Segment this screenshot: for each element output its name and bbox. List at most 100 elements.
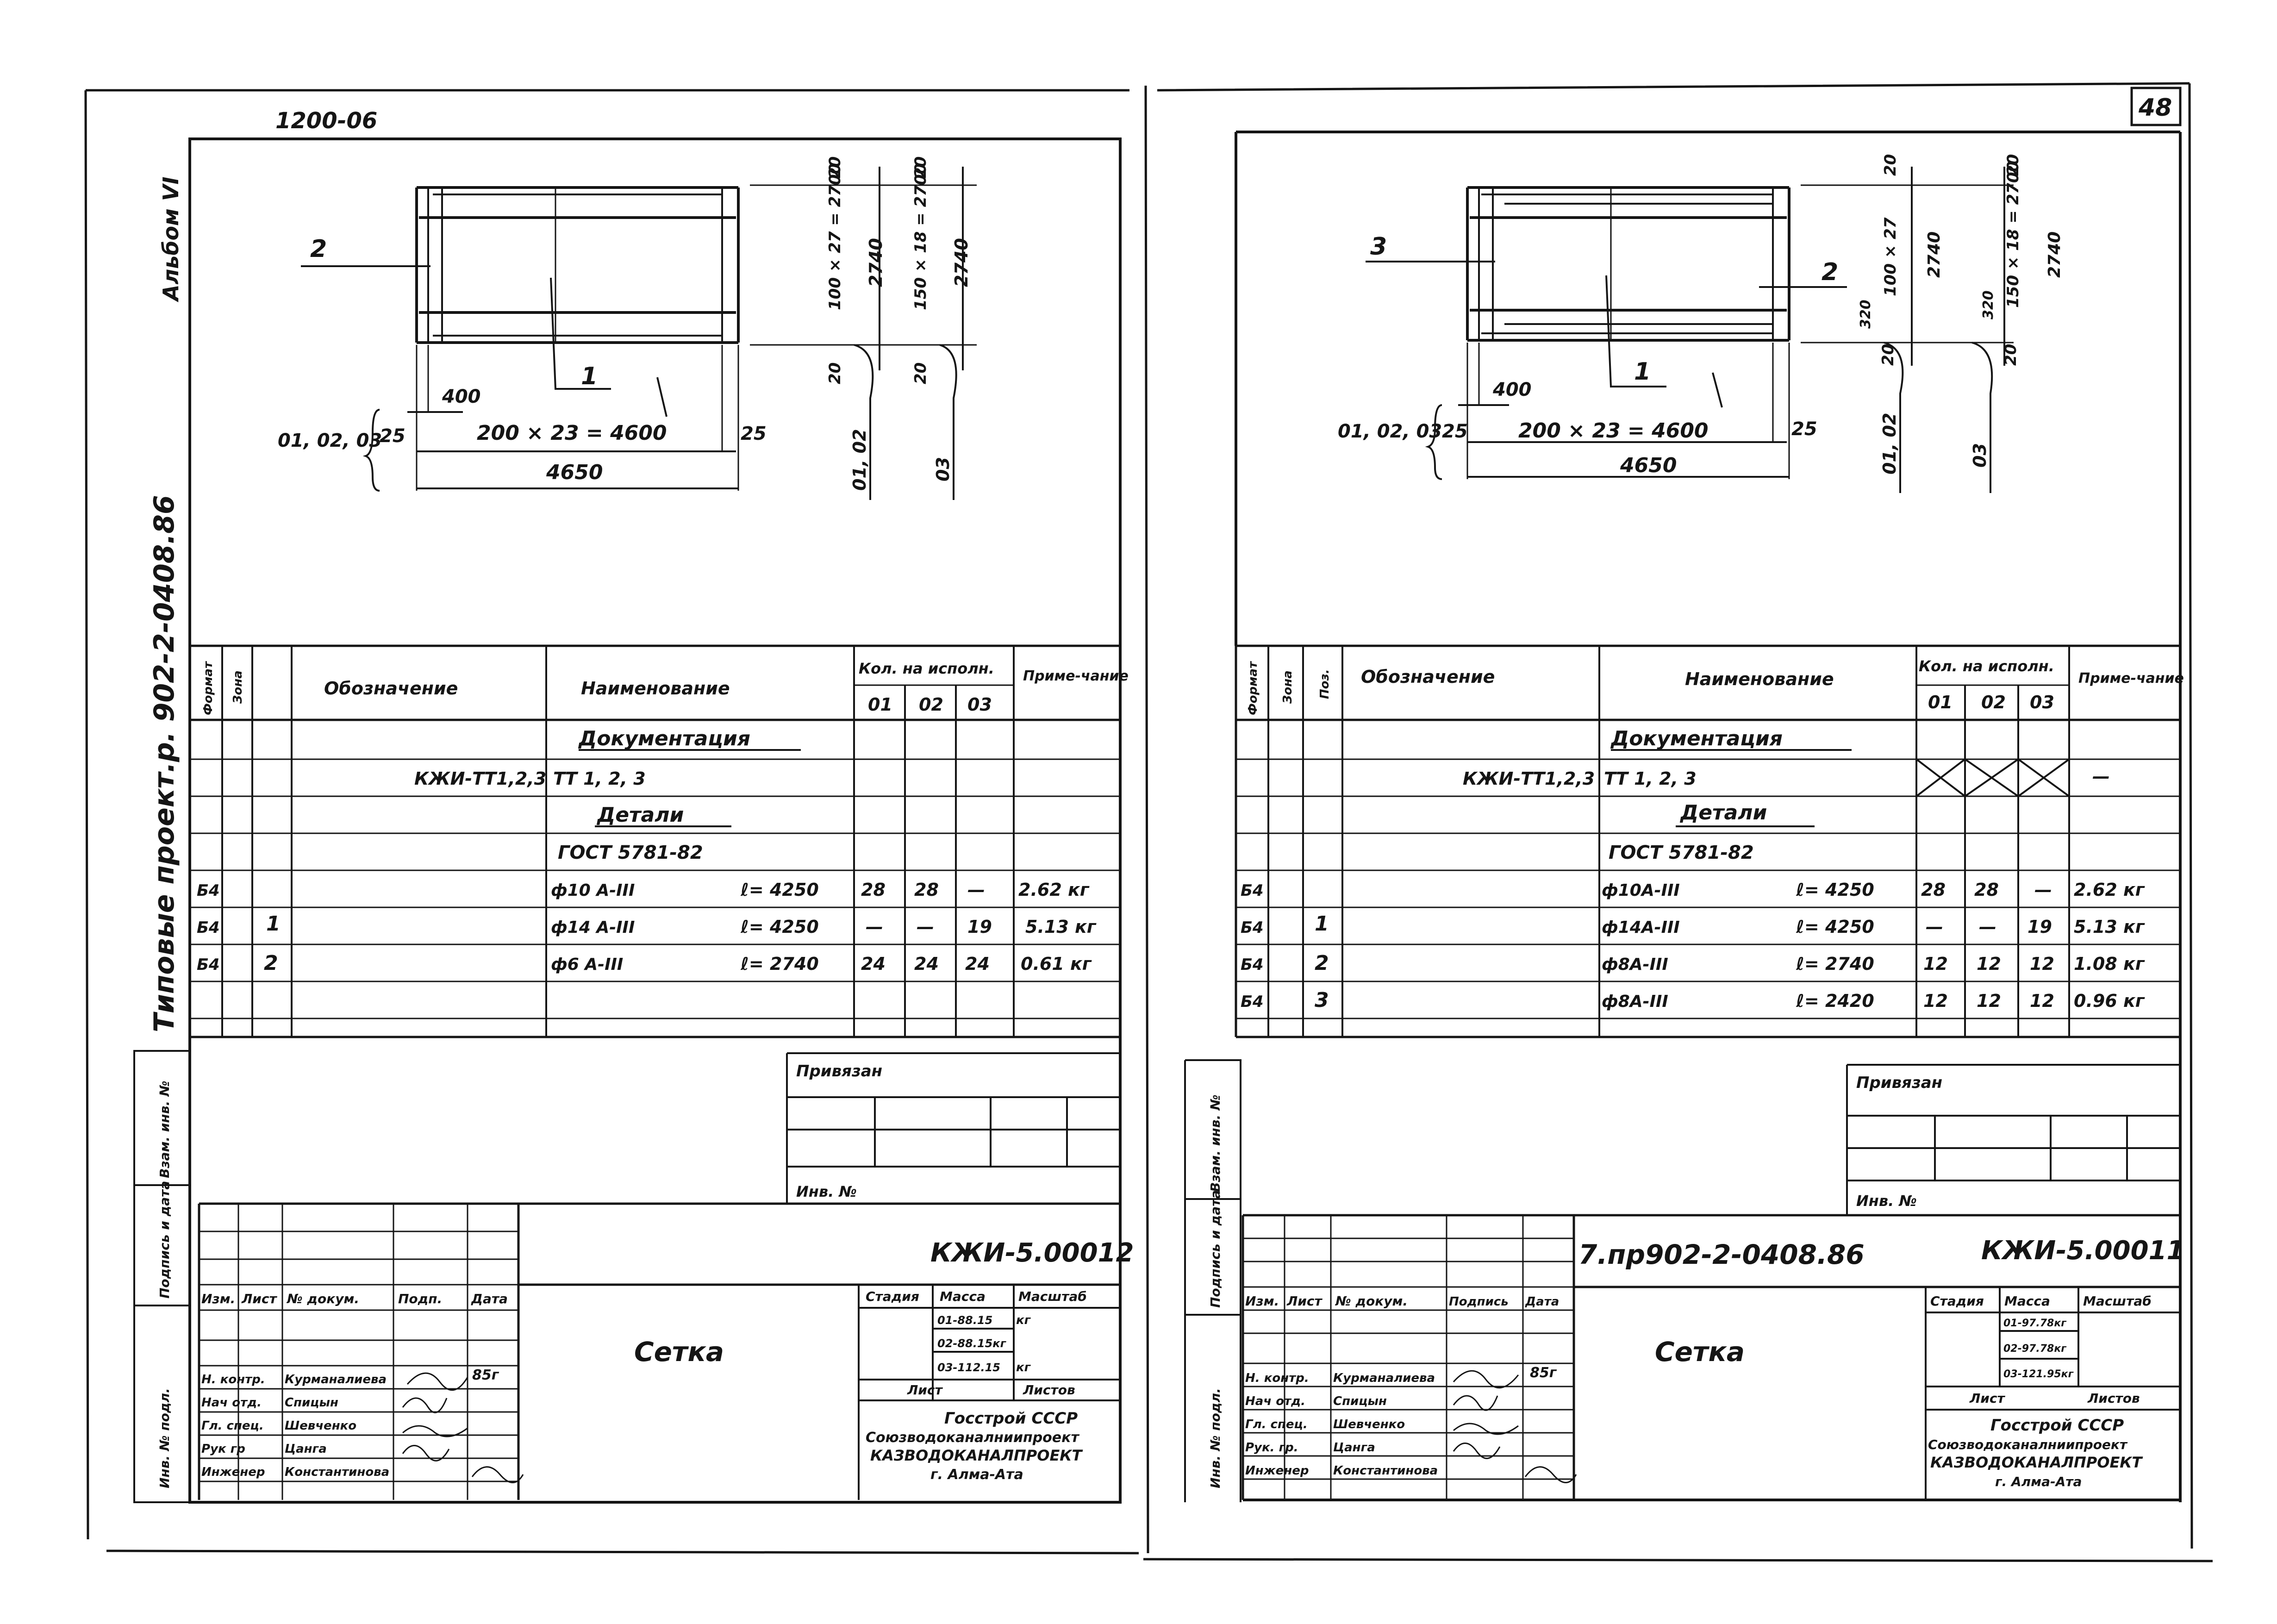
- mass-label: Масса: [2004, 1293, 2050, 1309]
- dim-2740-b: 2740: [2045, 231, 2064, 278]
- stage-label: Стадия: [1930, 1293, 1984, 1309]
- inv-label: Инв. №: [796, 1183, 857, 1200]
- leader-pos-1: 1: [1634, 358, 1651, 386]
- variant-label: 01, 02, 03: [1338, 421, 1442, 442]
- sign-date: 85г: [472, 1367, 499, 1383]
- sheet-frame: [188, 137, 1122, 1504]
- row-designation: КЖИ-ТТ1,2,3: [414, 768, 546, 789]
- role: Нач отд.: [1245, 1394, 1305, 1408]
- person: Шевченко: [1333, 1418, 1405, 1431]
- row-gost: ГОСТ 5781-82: [558, 842, 703, 863]
- dim-4600: 200 × 23 = 4600: [477, 421, 667, 445]
- sheets-label: Листов: [1023, 1382, 1075, 1398]
- col-designation: Обозначение: [1361, 667, 1495, 687]
- cell-len: ℓ= 4250: [1796, 917, 1874, 937]
- cell-name: ф8А-III: [1602, 955, 1668, 974]
- side-label-sign: Подпись и дата: [1208, 1190, 1223, 1308]
- cell-len: ℓ= 2420: [1796, 991, 1874, 1011]
- scale-label: Масштаб: [2083, 1293, 2152, 1309]
- cell-q1: 28: [861, 880, 886, 900]
- cell-q1: 24: [861, 954, 886, 974]
- sheet-number-box: [2130, 87, 2182, 126]
- row-documentation: Документация: [578, 727, 750, 750]
- cell-fmt: Б4: [197, 918, 220, 937]
- crossed-cells: [1915, 758, 2070, 797]
- col-list: Лист: [1286, 1293, 1323, 1309]
- dim-25-left: 25: [1442, 421, 1468, 442]
- role: Инженер: [1245, 1464, 1309, 1478]
- spec-table-right: Формат Зона Поз. Обозначение Наименовани…: [1235, 644, 2184, 1038]
- cell-name: ф8А-III: [1602, 992, 1668, 1011]
- cell-q2: 28: [914, 880, 939, 900]
- dim-2700-a: 100 × 27 = 2700: [826, 163, 844, 310]
- dim-2740-b: 2740: [951, 238, 972, 287]
- dim-25-left: 25: [380, 425, 405, 447]
- cell-fmt: Б4: [1241, 956, 1264, 974]
- cell-pos: 1: [1315, 912, 1329, 936]
- cell-note: 2.62 кг: [1018, 880, 1090, 900]
- cell-name: ф10А-III: [1602, 881, 1680, 900]
- role: Н. контр.: [201, 1373, 265, 1387]
- row-note: —: [2092, 766, 2110, 787]
- mass-value: 03-121.95кг: [2003, 1368, 2074, 1380]
- org-line: Союзводоканалниипроект: [866, 1430, 1079, 1446]
- person: Спицын: [1333, 1394, 1387, 1408]
- role: Н. контр.: [1245, 1371, 1309, 1385]
- col-designation: Обозначение: [324, 678, 458, 699]
- cell-note: 1.08 кг: [2074, 954, 2145, 974]
- sheets-label: Листов: [2087, 1391, 2140, 1406]
- org-line: Госстрой СССР: [944, 1409, 1078, 1428]
- cell-fmt: Б4: [1241, 918, 1264, 937]
- col-pos: Поз.: [1318, 669, 1332, 699]
- project-code: 7.пр902-2-0408.86: [1578, 1239, 1865, 1270]
- sheet-number: 48: [2138, 94, 2172, 122]
- mass-value: 01-97.78кг: [2003, 1318, 2067, 1329]
- col-doc: № докум.: [1335, 1293, 1408, 1309]
- dim-2700-b: 150 × 18 = 2700: [2004, 161, 2022, 308]
- role: Гл. спец.: [201, 1419, 264, 1433]
- mesh-drawing-right: 3 2 1 400 01, 02, 03 25 200 × 23 = 4600 …: [1338, 154, 2064, 493]
- signature-marks: [402, 1372, 524, 1483]
- col-qty: Кол. на исполн.: [859, 660, 994, 677]
- org-line: Союзводоканалниипроект: [1928, 1437, 2128, 1452]
- leader-pos-2: 2: [310, 235, 327, 263]
- org-line: КАЗВОДОКАНАЛПРОЕКТ: [1930, 1454, 2143, 1471]
- binding-box-left: Привязан Инв. №: [786, 1052, 1120, 1205]
- role: Рук. гр.: [1245, 1441, 1298, 1455]
- row-gost: ГОСТ 5781-82: [1609, 842, 1754, 863]
- binding-label: Привязан: [1856, 1074, 1942, 1092]
- mass-value: 02-97.78кг: [2003, 1343, 2067, 1355]
- left-edge-strip: [133, 1050, 191, 1503]
- col-zone: Зона: [231, 670, 245, 704]
- row-tt: ТТ 1, 2, 3: [553, 768, 646, 789]
- cell-fmt: Б4: [197, 881, 220, 900]
- cell-q3: —: [2034, 880, 2052, 900]
- doc-code: КЖИ-5.00012: [930, 1238, 1134, 1268]
- spec-table-left: Формат Зона Обозначение Наименование Кол…: [190, 644, 1129, 1038]
- row-tt: ТТ 1, 2, 3: [1604, 768, 1697, 789]
- corner-code: 1200-06: [275, 108, 377, 134]
- org-line: г. Алма-Ата: [1995, 1474, 2082, 1489]
- cell-q1: 12: [1923, 954, 1948, 974]
- col-format: Формат: [201, 661, 215, 715]
- mass-value: 01-88.15: [937, 1314, 992, 1327]
- version-03: 03: [1970, 443, 1990, 468]
- cell-q1: —: [1926, 917, 1943, 937]
- org-line: г. Алма-Ата: [930, 1467, 1023, 1483]
- dim-2740-a: 2740: [1925, 231, 1944, 278]
- col-name: Наименование: [1685, 669, 1834, 689]
- inv-label: Инв. №: [1856, 1192, 1917, 1210]
- role: Гл. спец.: [1245, 1418, 1308, 1431]
- col-doc: № докум.: [286, 1291, 359, 1306]
- doc-title: Сетка: [1655, 1336, 1745, 1368]
- side-label-replace: Взам. инв. №: [157, 1081, 172, 1178]
- row-details: Детали: [1679, 801, 1767, 824]
- left-edge-strip: [1184, 1059, 1241, 1502]
- dim-20-b: 20: [2004, 154, 2022, 176]
- right-sheet: 48 Взам. инв. № Подпись и дата Инв. № по…: [1184, 87, 2185, 1502]
- col-sign: Подпись: [1449, 1295, 1509, 1309]
- side-label-replace: Взам. инв. №: [1208, 1094, 1223, 1192]
- cell-len: ℓ= 4250: [740, 917, 819, 937]
- person: Константинова: [285, 1465, 389, 1479]
- dim-4650: 4650: [1620, 454, 1677, 477]
